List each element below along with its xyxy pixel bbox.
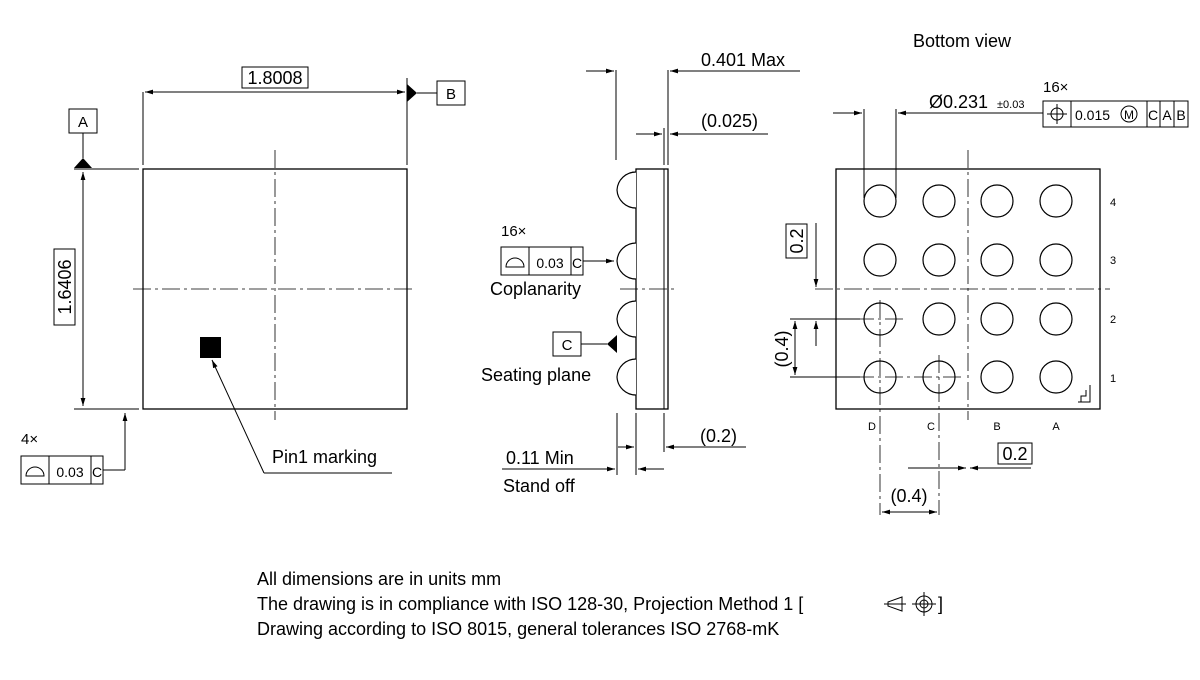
profile-of-surface-icon (505, 257, 525, 268)
coplanarity-label: Coplanarity (490, 279, 581, 299)
standoff-label: Stand off (503, 476, 576, 496)
ball-a4 (1039, 184, 1073, 218)
top-coplanarity-value: 0.03 (56, 464, 83, 480)
ball-c2 (922, 302, 956, 336)
ball-height-dimension: (0.2) (700, 426, 737, 446)
ball-b1 (980, 360, 1014, 394)
ball-a1 (1039, 360, 1073, 394)
ball-diameter: Ø0.231 (929, 92, 988, 112)
top-coplanarity-datum: C (92, 464, 102, 480)
max-height-dimension: 0.401 Max (701, 50, 785, 70)
datum-b-frame (436, 80, 466, 106)
ball-a3 (1039, 243, 1073, 277)
width-dimension: 1.8008 (247, 68, 302, 88)
notes: All dimensions are in units mm The drawi… (257, 569, 943, 639)
ball-side-4 (616, 358, 637, 396)
side-coplanarity-datum: C (572, 255, 582, 271)
ball-a2 (1039, 302, 1073, 336)
ball-c4 (922, 184, 956, 218)
top-coplanarity-frame (20, 455, 104, 485)
position-icon (1047, 104, 1067, 124)
col-label-a: A (1052, 421, 1060, 433)
ball-grid (863, 184, 1073, 394)
standoff-dimension: 0.11 Min (506, 448, 574, 468)
top-coplanarity-count: 4× (21, 431, 38, 448)
side-view: 0.401 Max (0.025) 16× 0.03 C Coplanarity… (481, 50, 800, 496)
note-projection: The drawing is in compliance with ISO 12… (257, 594, 803, 614)
position-tolerance-frame (1042, 100, 1189, 128)
mmc-circle-icon (1120, 105, 1138, 123)
row-label-1: 1 (1110, 373, 1116, 385)
mmc-symbol: M (1124, 108, 1134, 122)
pitch-x-dimension: 0.2 (1002, 444, 1027, 464)
pitch-x-ref-dimension: (0.4) (890, 486, 927, 506)
ball-diameter-tolerance: ±0.03 (997, 99, 1024, 111)
col-label-b: B (993, 421, 1000, 433)
pin1-leader (211, 359, 265, 474)
position-tolerance-value: 0.015 (1075, 107, 1110, 123)
seating-plane-label: Seating plane (481, 365, 591, 385)
note-projection-bracket: ] (938, 594, 943, 614)
col-label-c: C (927, 421, 935, 433)
row-label-4: 4 (1110, 197, 1116, 209)
bottom-view-title: Bottom view (913, 31, 1012, 51)
profile-of-surface-icon (25, 466, 45, 477)
side-coplanarity-value: 0.03 (536, 255, 563, 271)
ball-side-2 (616, 242, 637, 280)
ball-b3 (980, 243, 1014, 277)
ball-b4 (980, 184, 1014, 218)
projection-method-icon (884, 592, 936, 616)
top-view: 1.8008 B A 1.6406 4× 0.03 C Pin1 marking (20, 66, 466, 485)
datum-b-label: B (446, 86, 456, 103)
row-label-3: 3 (1110, 255, 1116, 267)
datum-ref-2: A (1162, 107, 1172, 123)
row-label-2: 2 (1110, 314, 1116, 326)
datum-ref-3: B (1176, 107, 1185, 123)
pin1-marking-label: Pin1 marking (272, 447, 377, 467)
pin1-corner-icon (1078, 385, 1091, 403)
pitch-y-dimension: 0.2 (787, 228, 807, 253)
pitch-y-ref-dimension: (0.4) (772, 330, 792, 367)
datum-c-label: C (562, 337, 573, 354)
ball-c3 (922, 243, 956, 277)
pin1-marker (200, 337, 221, 358)
bottom-view: Bottom view (772, 31, 1189, 515)
datum-a-label: A (78, 114, 88, 131)
ball-side-3 (616, 300, 637, 338)
height-dimension: 1.6406 (55, 259, 75, 314)
side-coplanarity-count: 16× (501, 223, 526, 240)
ball-side-1 (616, 171, 637, 209)
ball-count: 16× (1043, 79, 1068, 96)
ball-d3 (863, 243, 897, 277)
note-units: All dimensions are in units mm (257, 569, 501, 589)
note-tolerances: Drawing according to ISO 8015, general t… (257, 619, 779, 639)
col-label-d: D (868, 421, 876, 433)
ball-d4 (863, 184, 897, 218)
ball-b2 (980, 302, 1014, 336)
substrate-dimension: (0.025) (701, 111, 758, 131)
datum-c-frame (552, 331, 582, 357)
datum-a-frame (68, 108, 98, 134)
datum-ref-1: C (1148, 107, 1158, 123)
